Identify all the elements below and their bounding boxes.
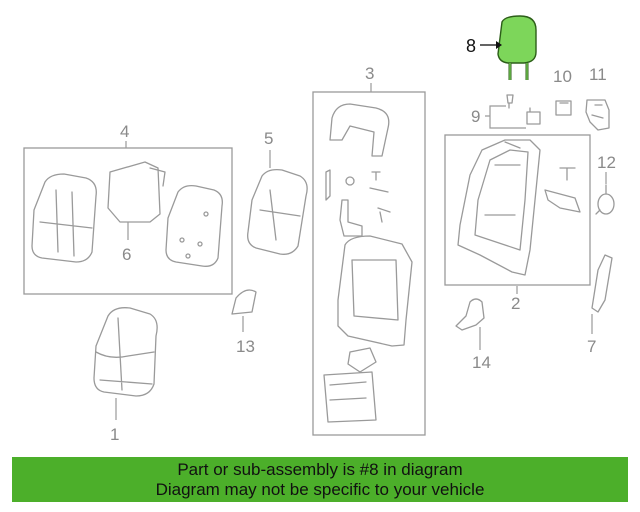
part-5	[247, 168, 308, 255]
callout-8-leader	[480, 41, 502, 49]
group-box-3	[312, 91, 426, 436]
callout-12: 12	[597, 153, 616, 172]
callout-9: 9	[471, 107, 480, 126]
callout-6: 6	[122, 245, 131, 264]
callout-1: 1	[110, 425, 119, 444]
callout-10: 10	[553, 67, 572, 86]
seat-frame-part-3	[323, 103, 413, 423]
group-box-4	[23, 147, 233, 295]
callout-14: 14	[472, 353, 491, 372]
callout-11: 11	[589, 65, 607, 84]
callout-4: 4	[120, 122, 129, 141]
part-12	[595, 184, 615, 215]
callout-13: 13	[236, 337, 255, 356]
part-7	[591, 254, 613, 313]
callout-7: 7	[587, 337, 596, 356]
part-13	[231, 289, 257, 315]
banner-line-2: Diagram may not be specific to your vehi…	[155, 480, 485, 499]
parts-diagram: 8 9 10 11 12 2 7 14	[23, 15, 616, 444]
part-11	[585, 99, 610, 131]
headrest-part-8[interactable]	[497, 15, 537, 80]
callout-3: 3	[365, 64, 374, 83]
callout-5: 5	[264, 129, 273, 148]
callout-8: 8	[466, 36, 476, 56]
group-box-2	[444, 134, 591, 286]
callout-2: 2	[511, 294, 520, 313]
guide-part-9	[506, 94, 541, 125]
seat-cushion-part-1	[93, 307, 158, 397]
seatback-frame-part-2	[457, 139, 581, 276]
seat-cover-part-4	[31, 161, 223, 267]
part-10	[555, 100, 572, 116]
info-banner: Part or sub-assembly is #8 in diagram Di…	[12, 457, 628, 502]
banner-line-1: Part or sub-assembly is #8 in diagram	[177, 460, 463, 479]
part-14	[455, 298, 485, 331]
